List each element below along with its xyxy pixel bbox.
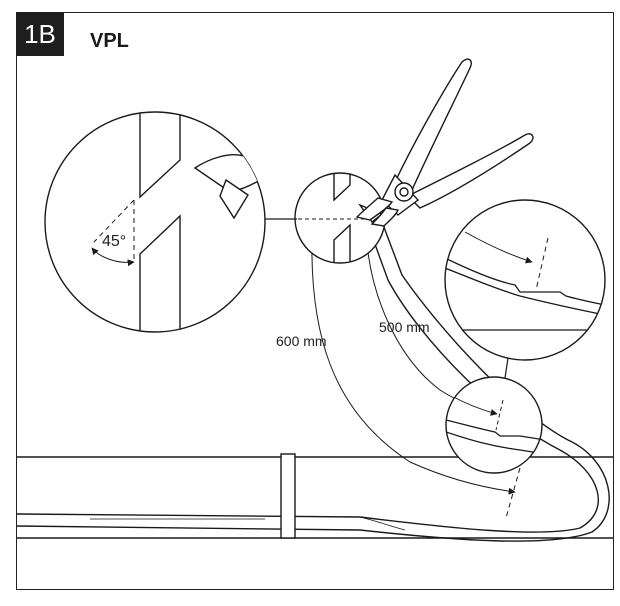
detail-circle-fitting <box>445 376 543 474</box>
measure-600-arc <box>308 235 516 495</box>
floor-band <box>17 456 613 539</box>
mark-600-dashed <box>505 467 521 519</box>
step-badge: 1B <box>16 12 64 56</box>
diagram-frame <box>16 12 614 590</box>
leader-bottom <box>504 357 509 379</box>
detail-circle-angle: 45° <box>44 111 266 333</box>
tube-clip <box>280 453 296 539</box>
length-label-600: 600 mm <box>276 333 327 349</box>
length-label-500: 500 mm <box>379 319 430 335</box>
pliers <box>355 58 534 227</box>
angle-label: 45° <box>102 233 126 250</box>
product-code: VPL <box>90 30 129 52</box>
detail-circle-profile <box>444 199 606 361</box>
